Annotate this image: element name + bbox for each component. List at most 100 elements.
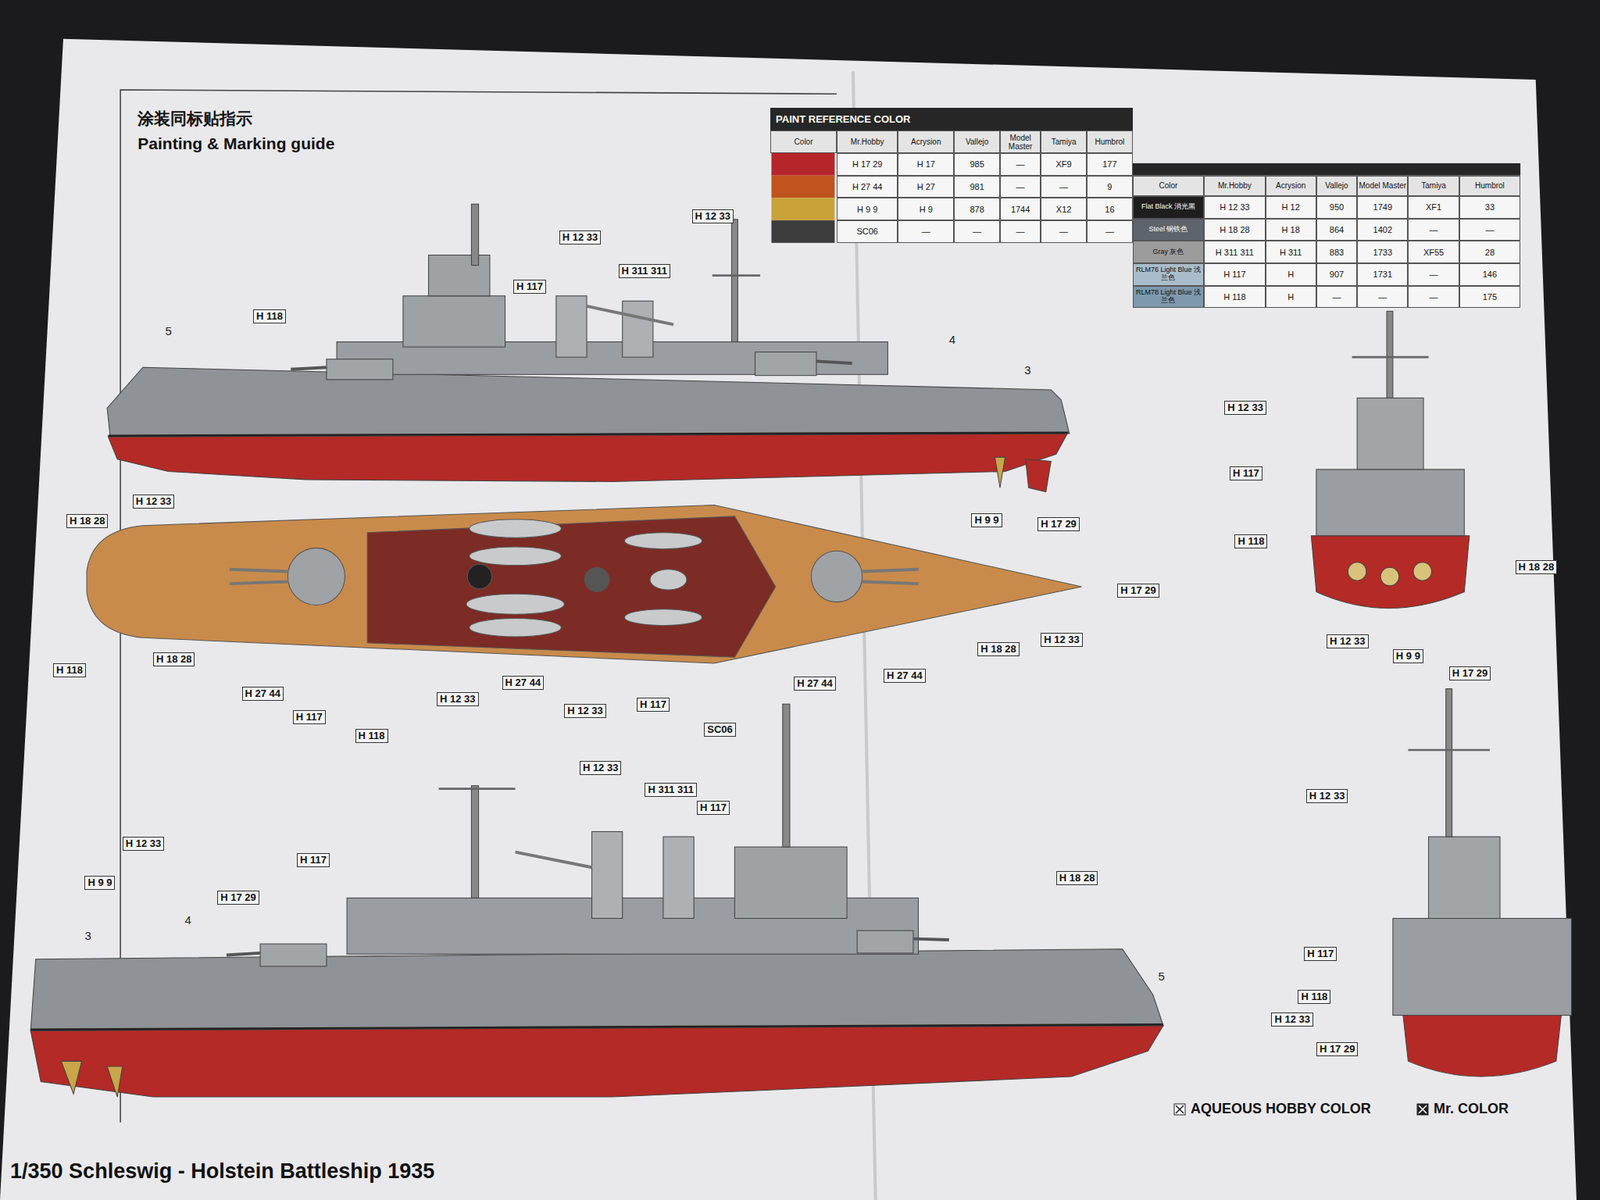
table-header: Humbrol: [1086, 130, 1133, 154]
table-header: Model Master: [1000, 130, 1041, 154]
cell-text: Model Master: [1000, 133, 1040, 151]
cell-text: H 311: [1279, 247, 1303, 258]
paint-callout: H 12 33: [1271, 1012, 1314, 1027]
cell-text: —: [1485, 225, 1494, 235]
table-cell: H 17 29: [836, 153, 898, 176]
table-cell: 1733: [1357, 240, 1408, 264]
paint-callout: H 9 9: [84, 875, 115, 890]
cell-text: H 27: [917, 182, 936, 192]
cell-text: 1744: [1010, 204, 1030, 215]
table-header: Acrysion: [1265, 175, 1317, 197]
paint-callout: H 9 9: [971, 513, 1002, 528]
table-cell: H 27 44: [836, 175, 898, 199]
cell-text: H 9 9: [857, 204, 878, 215]
table-cell: —: [1459, 218, 1521, 242]
paint-callout: H 117: [696, 800, 730, 815]
cell-text: —: [1016, 182, 1025, 192]
cell-text: 878: [969, 204, 984, 215]
callout-number: 5: [165, 324, 172, 338]
cell-text: 28: [1485, 247, 1495, 258]
legend-item: Mr. COLOR: [1416, 1100, 1509, 1118]
table-header: Tamiya: [1407, 175, 1459, 197]
cell-text: —: [1332, 292, 1342, 302]
legend-text: Steel 钢铁色: [1148, 225, 1188, 234]
cell-text: —: [1105, 226, 1115, 236]
table-cell: —: [1407, 285, 1459, 309]
paint-callout: H 117: [1303, 946, 1337, 961]
paint-callout: H 117: [292, 710, 326, 725]
table-cell: —: [1000, 220, 1041, 243]
callout-number: 4: [184, 913, 191, 927]
cell-text: Mr.Hobby: [1217, 181, 1252, 190]
cell-text: Acrysion: [910, 137, 941, 147]
cell-text: Humbrol: [1095, 137, 1125, 147]
table-header: Color: [1132, 175, 1204, 197]
table-cell: H 9 9: [836, 197, 898, 221]
cell-text: —: [1059, 226, 1068, 236]
cell-text: XF9: [1056, 159, 1072, 169]
table-cell: —: [1000, 153, 1041, 176]
legend-item: AQUEOUS HOBBY COLOR: [1173, 1100, 1372, 1118]
cell-text: —: [1429, 269, 1439, 279]
paint-callout: H 12 33: [559, 230, 602, 245]
cell-text: H 12 33: [1219, 202, 1250, 212]
legend-sample: [1416, 1103, 1429, 1116]
table-cell: 985: [953, 153, 1000, 176]
table-cell: 1731: [1357, 263, 1408, 286]
cell-text: Color: [794, 137, 814, 147]
cell-text: 16: [1104, 204, 1115, 215]
paint-callout: H 117: [1229, 466, 1263, 481]
table-header: Model Master: [1357, 175, 1408, 197]
paint-callout: H 12 33: [1224, 400, 1267, 415]
cell-text: H 17: [917, 159, 936, 169]
paint-callout: H 118: [53, 663, 86, 678]
cell-text: —: [1429, 292, 1439, 302]
color-swatch: Steel 钢铁色: [1132, 218, 1204, 242]
callout-number: 3: [84, 928, 91, 943]
table-header: Mr.Hobby: [1203, 175, 1265, 197]
paint-callout: H 12 33: [1040, 632, 1083, 647]
legend-text: Flat Black 消光黑: [1141, 203, 1196, 211]
paint-callout: H 12 33: [692, 209, 735, 224]
cell-text: Tamiya: [1421, 181, 1447, 190]
paint-callout: H 18 28: [977, 642, 1020, 657]
page-heading: 涂装同标贴指示: [137, 107, 253, 130]
paint-callout: H 117: [636, 697, 670, 712]
table-cell: XF55: [1407, 240, 1459, 264]
cell-text: —: [1059, 182, 1068, 192]
table-title: PAINT REFERENCE COLOR: [770, 107, 1133, 131]
table-header: Color: [770, 130, 837, 154]
table-cell: H 18 28: [1203, 218, 1265, 242]
cell-text: 177: [1102, 159, 1117, 169]
table-cell: H 27: [897, 175, 954, 199]
table-cell: —: [1000, 175, 1041, 199]
paint-callout: H 12 33: [132, 494, 175, 509]
table-cell: XF1: [1407, 196, 1459, 219]
paint-callout: H 18 28: [66, 514, 109, 529]
color-swatch: Flat Black 消光黑: [1132, 196, 1204, 219]
cell-text: H: [1287, 269, 1294, 279]
table-cell: H 311: [1265, 240, 1317, 264]
table-cell: 175: [1459, 285, 1521, 309]
paint-callout: H 27 44: [502, 675, 545, 690]
table-cell: 177: [1086, 153, 1133, 176]
cell-text: 883: [1329, 247, 1344, 258]
paint-callout: H 12 33: [1326, 634, 1369, 649]
callout-number: 3: [1024, 363, 1031, 377]
cell-text: H 17 29: [852, 159, 883, 169]
paint-callout: H 18 28: [153, 652, 196, 667]
paint-callout: H 12 33: [122, 836, 165, 851]
table-cell: 16: [1086, 197, 1133, 221]
cell-text: Color: [1159, 181, 1179, 190]
table-cell: H 117: [1203, 263, 1265, 286]
cell-text: 985: [969, 159, 984, 169]
cell-text: Vallejo: [965, 137, 989, 147]
table-cell: 33: [1459, 196, 1521, 219]
table-cell: —: [1086, 220, 1133, 243]
paint-callout: SC06: [703, 722, 736, 737]
cell-text: XF1: [1425, 202, 1442, 212]
cell-text: H 18 28: [1219, 225, 1250, 235]
table-cell: —: [953, 220, 1000, 243]
table-header: Mr.Hobby: [836, 130, 898, 154]
